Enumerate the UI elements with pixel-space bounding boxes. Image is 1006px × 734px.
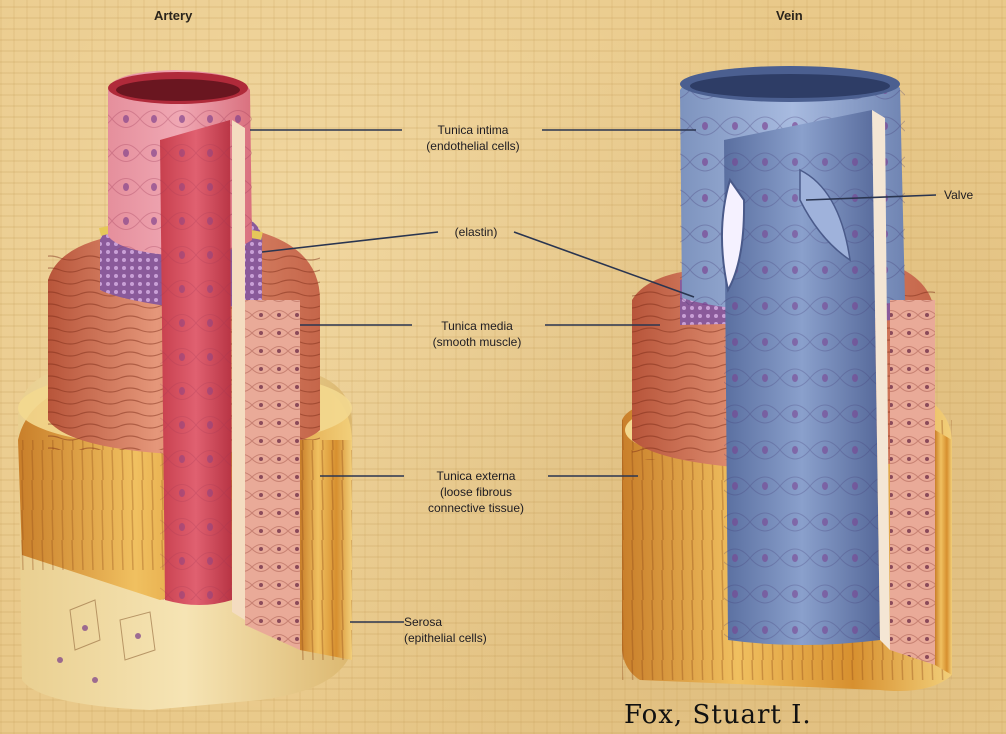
label-valve: Valve: [944, 187, 996, 203]
label-tunica-externa: Tunica externa (loose fibrous connective…: [402, 468, 550, 516]
label-tunica-media-sub: (smooth muscle): [408, 334, 546, 350]
label-tunica-intima: Tunica intima (endothelial cells): [402, 122, 544, 154]
label-tunica-externa-sub2: connective tissue): [402, 500, 550, 516]
label-serosa-name: Serosa: [404, 614, 544, 630]
label-tunica-intima-name: Tunica intima: [402, 122, 544, 138]
label-tunica-externa-sub1: (loose fibrous: [402, 484, 550, 500]
vein-title: Vein: [776, 8, 803, 23]
vein-drawing: [622, 66, 952, 691]
label-tunica-intima-sub: (endothelial cells): [402, 138, 544, 154]
label-elastin: (elastin): [438, 224, 514, 240]
artery-drawing: [18, 70, 352, 710]
label-serosa: Serosa (epithelial cells): [404, 614, 544, 646]
leader-elastin-artery: [262, 232, 438, 252]
leader-elastin-vein: [514, 232, 694, 297]
author-credit: Fox, Stuart I.: [624, 700, 812, 730]
label-serosa-sub: (epithelial cells): [404, 630, 544, 646]
label-tunica-media-name: Tunica media: [408, 318, 546, 334]
artery-title: Artery: [154, 8, 192, 23]
label-tunica-externa-name: Tunica externa: [402, 468, 550, 484]
label-tunica-media: Tunica media (smooth muscle): [408, 318, 546, 350]
